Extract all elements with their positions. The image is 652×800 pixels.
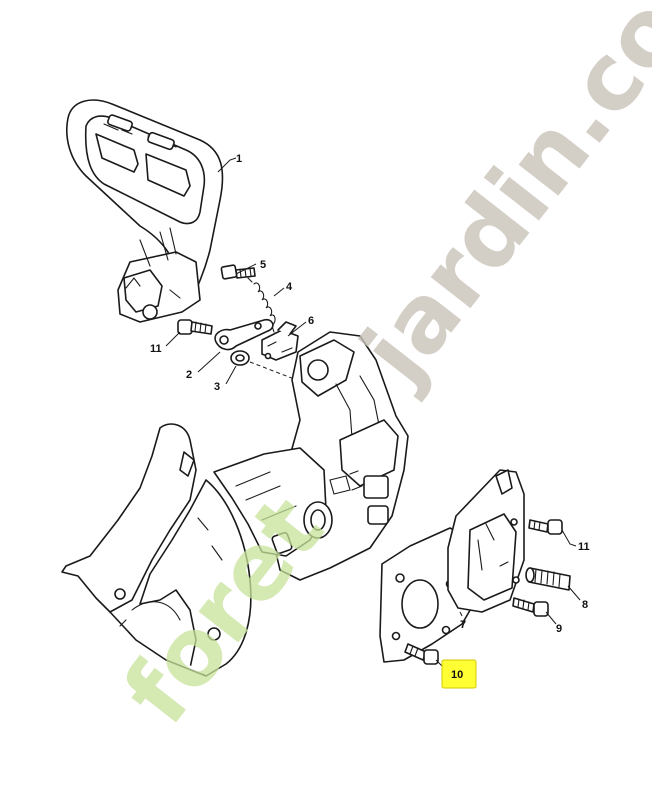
- callout-9: 9: [556, 623, 562, 635]
- part-9-screw: [512, 597, 549, 617]
- part-5-screw: [220, 264, 256, 280]
- callout-8: 8: [582, 599, 588, 611]
- callout-3: 3: [214, 381, 220, 393]
- callout-4: 4: [286, 281, 293, 293]
- assembly-line-3: [249, 361, 303, 383]
- callout-10: 10: [451, 669, 463, 681]
- part-10-screw: [404, 643, 439, 665]
- intake-block: [447, 469, 525, 613]
- main-housing: [61, 331, 409, 677]
- part-2-lever: [214, 318, 274, 351]
- callout-6: 6: [308, 315, 314, 327]
- callout-1: 1: [236, 153, 242, 165]
- part-6-switch: [261, 321, 299, 361]
- part-1-handle-guard: [66, 99, 224, 323]
- watermark-grey: jardin.com: [339, 0, 652, 405]
- callout-7: 7: [460, 619, 466, 631]
- callout-2: 2: [186, 369, 192, 381]
- part-11-screw-right: [528, 519, 563, 535]
- callout-11-right: 11: [578, 541, 590, 553]
- callout-10-highlight: 10: [441, 659, 477, 689]
- part-3-washer: [230, 350, 250, 366]
- part-8-stud: [525, 567, 571, 591]
- callout-5: 5: [260, 259, 266, 271]
- part-11-screw-upper: [177, 319, 213, 335]
- callout-11-upper: 11: [150, 343, 162, 355]
